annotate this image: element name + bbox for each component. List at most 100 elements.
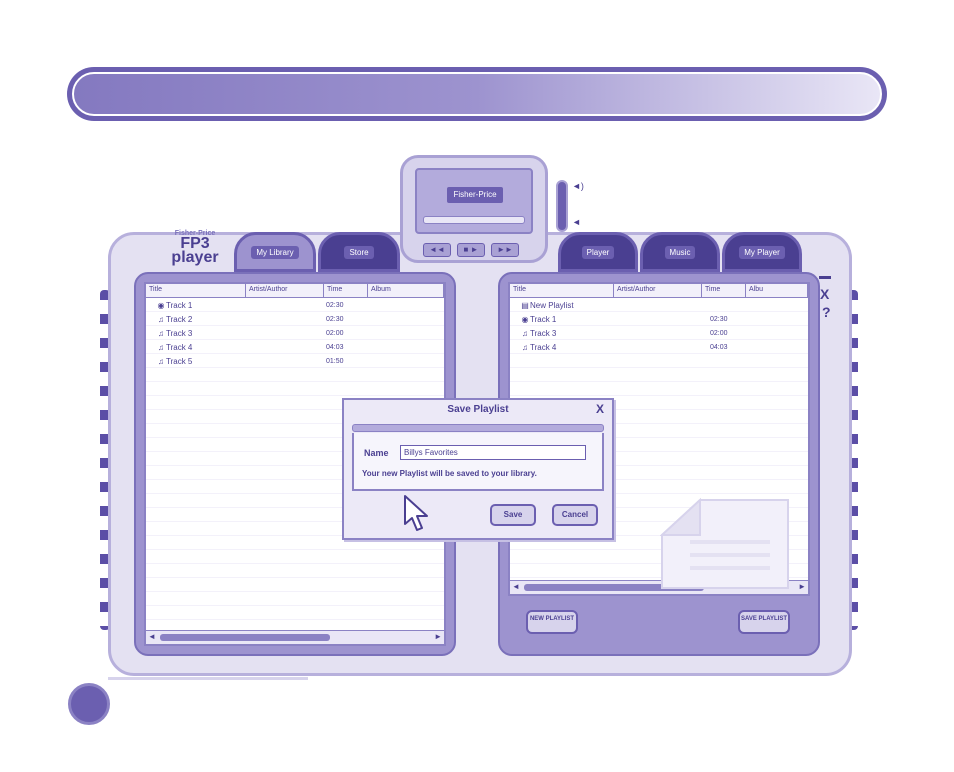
table-row[interactable]: ◉Track 1 02:30 [146, 298, 444, 312]
tab-my-player[interactable]: My Player [722, 232, 802, 272]
scroll-right-icon[interactable]: ► [434, 632, 442, 641]
dialog-header-bar [352, 424, 604, 432]
track-time: 02:00 [326, 329, 344, 337]
footer-line [108, 677, 308, 680]
volume-up-icon: ◄) [572, 181, 584, 191]
column-album[interactable]: Album [368, 284, 444, 297]
table-row[interactable]: ♫Track 3 02:00 [510, 326, 808, 340]
cd-icon: ◉ [521, 314, 529, 324]
dialog-title: Save Playlist [447, 404, 509, 415]
music-note-icon: ♫ [158, 356, 164, 366]
table-row[interactable]: ▤New Playlist [510, 298, 808, 312]
track-title-text: Track 3 [166, 328, 193, 338]
cancel-button[interactable]: Cancel [552, 504, 598, 526]
track-title: ▤New Playlist [510, 300, 574, 310]
minimize-button[interactable] [819, 276, 831, 279]
track-title: ♫Track 3 [146, 329, 192, 338]
music-note-icon: ♫ [158, 328, 164, 338]
close-app-button[interactable]: X [820, 286, 830, 302]
track-title: ◉Track 1 [146, 300, 193, 310]
track-time: 01:50 [326, 357, 344, 365]
playback-progress[interactable] [423, 216, 525, 224]
new-playlist-button[interactable]: NEW PLAYLIST [526, 610, 578, 634]
column-time[interactable]: Time [324, 284, 368, 297]
tab-music[interactable]: Music [640, 232, 720, 272]
scroll-left-icon[interactable]: ◄ [512, 582, 520, 591]
music-note-icon: ♫ [522, 342, 528, 352]
help-button[interactable]: ? [822, 304, 831, 320]
track-title-text: Track 1 [530, 314, 557, 324]
tab-label: Player [581, 245, 615, 259]
scrollbar-thumb[interactable] [524, 584, 704, 591]
table-row[interactable]: ♫Track 4 04:03 [510, 340, 808, 354]
playlist-header: Title Artist/Author Time Albu [510, 284, 808, 298]
track-title-text: Track 1 [166, 300, 193, 310]
column-title[interactable]: Title [146, 284, 246, 297]
table-row[interactable]: ♫Track 5 01:50 [146, 354, 444, 368]
tab-label: My Library [251, 245, 299, 259]
stop-play-button[interactable]: ■ ► [457, 243, 485, 257]
scroll-right-icon[interactable]: ► [798, 582, 806, 591]
logo-brand: Fisher-Price [174, 230, 216, 237]
fast-forward-button[interactable]: ►► [491, 243, 519, 257]
cd-icon: ◉ [157, 300, 165, 310]
save-playlist-dialog: Save Playlist X Name Your new Playlist w… [342, 398, 614, 540]
track-title-text: Track 3 [530, 328, 557, 338]
horizontal-scrollbar[interactable]: ◄ ► [146, 630, 444, 644]
header-bar-inner [72, 72, 882, 116]
column-album[interactable]: Albu [746, 284, 808, 297]
logo-line2: player [171, 249, 219, 266]
track-title: ♫Track 5 [146, 357, 192, 366]
transport-controls: ◄◄ ■ ► ►► [423, 243, 519, 257]
track-time: 04:03 [710, 343, 728, 351]
track-time: 04:03 [326, 343, 344, 351]
dialog-message: Your new Playlist will be saved to your … [362, 469, 537, 478]
track-title: ♫Track 4 [146, 343, 192, 352]
column-artist[interactable]: Artist/Author [614, 284, 702, 297]
save-button[interactable]: Save [490, 504, 536, 526]
display-screen: Fisher-Price [415, 168, 533, 234]
track-title: ◉Track 1 [510, 314, 557, 324]
playlist-name-input[interactable] [400, 445, 586, 460]
scrollbar-thumb[interactable] [160, 634, 330, 641]
tab-my-library[interactable]: My Library [234, 232, 316, 272]
track-title-text: Track 5 [166, 356, 193, 366]
dialog-close-button[interactable]: X [595, 402, 604, 416]
mouse-cursor-icon [404, 495, 428, 531]
rewind-button[interactable]: ◄◄ [423, 243, 451, 257]
scroll-left-icon[interactable]: ◄ [148, 632, 156, 641]
document-icon [660, 497, 789, 589]
table-row[interactable]: ♫Track 4 04:03 [146, 340, 444, 354]
logo-line1: FP3 [180, 235, 210, 252]
tab-store[interactable]: Store [318, 232, 400, 272]
tab-player[interactable]: Player [558, 232, 638, 272]
music-note-icon: ♫ [158, 342, 164, 352]
track-title: ♫Track 2 [146, 315, 192, 324]
volume-slider[interactable] [556, 180, 568, 232]
track-title-text: Track 4 [530, 342, 557, 352]
track-title-text: New Playlist [530, 300, 574, 310]
now-playing-display: Fisher-Price ◄◄ ■ ► ►► [400, 155, 548, 263]
column-artist[interactable]: Artist/Author [246, 284, 324, 297]
save-playlist-button[interactable]: SAVE PLAYLIST [738, 610, 790, 634]
track-time: 02:00 [710, 329, 728, 337]
track-title-text: Track 4 [166, 342, 193, 352]
name-label: Name [364, 448, 389, 458]
tab-label: Store [344, 245, 374, 259]
fp3-logo: Fisher-Price FP3 player [160, 230, 230, 270]
column-time[interactable]: Time [702, 284, 746, 297]
table-row[interactable]: ♫Track 3 02:00 [146, 326, 444, 340]
page-number-badge [68, 683, 110, 725]
playlist-icon: ▤ [521, 300, 529, 310]
track-time: 02:30 [326, 301, 344, 309]
column-title[interactable]: Title [510, 284, 614, 297]
track-title: ♫Track 4 [510, 343, 556, 352]
track-title-text: Track 2 [166, 314, 193, 324]
header-bar [67, 67, 887, 121]
library-header: Title Artist/Author Time Album [146, 284, 444, 298]
music-note-icon: ♫ [522, 328, 528, 338]
track-title: ♫Track 3 [510, 329, 556, 338]
